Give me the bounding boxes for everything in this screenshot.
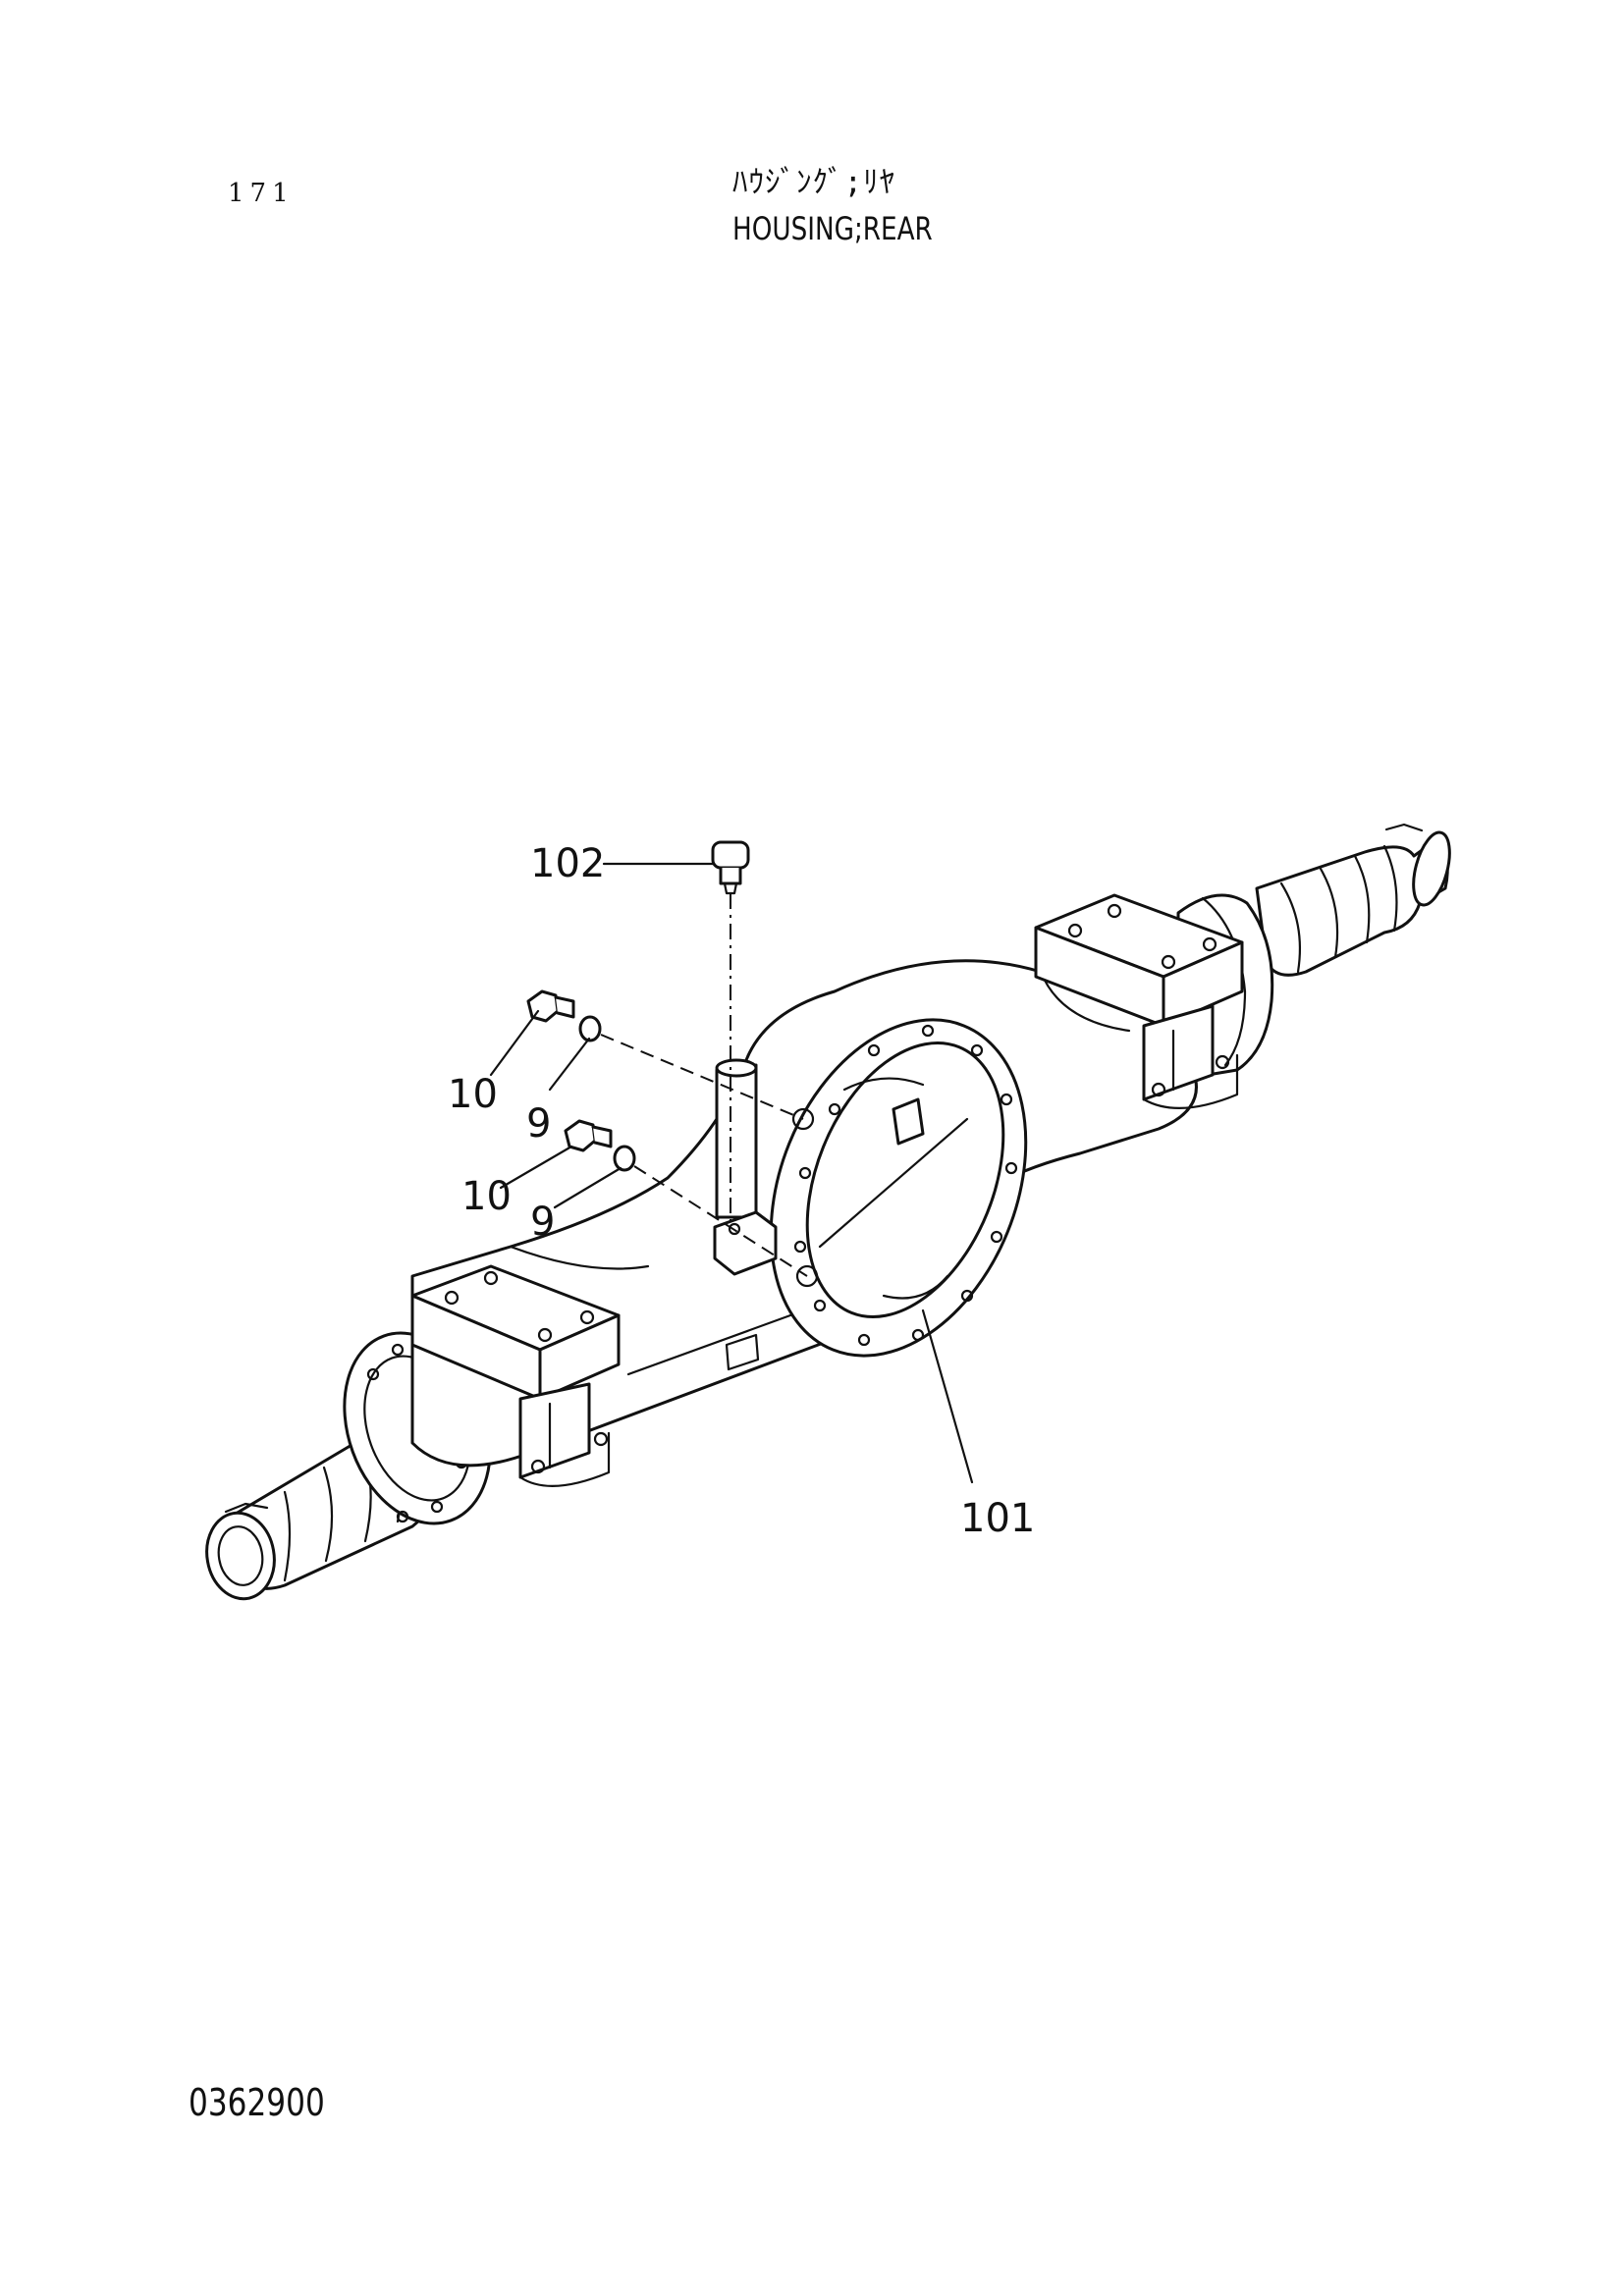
- callout-10-lower: 10: [461, 1174, 512, 1219]
- callout-9-lower: 9: [530, 1200, 555, 1245]
- page-title-japanese: ﾊｳｼﾞﾝｸﾞ;ﾘﾔ: [732, 165, 896, 200]
- callout-10-upper: 10: [448, 1072, 498, 1117]
- assembly-lines: [600, 893, 808, 1277]
- page-title-english: HOUSING;REAR: [732, 210, 933, 247]
- leader-lines: [489, 862, 974, 1484]
- breather-plug-102: [711, 840, 750, 895]
- left-spring-pad: [410, 1264, 621, 1487]
- right-axle-spindle: [1255, 823, 1451, 977]
- right-spring-pad: [1034, 893, 1244, 1109]
- oring-9-upper: [578, 1015, 602, 1042]
- drawing-code: 0362900: [189, 2081, 325, 2124]
- callout-102: 102: [530, 841, 605, 886]
- page-number: 171: [228, 179, 295, 208]
- oring-9-lower: [613, 1145, 636, 1172]
- differential-mounting-ring: [769, 1018, 1028, 1358]
- callout-101: 101: [960, 1496, 1035, 1541]
- callout-9-upper: 9: [526, 1101, 551, 1147]
